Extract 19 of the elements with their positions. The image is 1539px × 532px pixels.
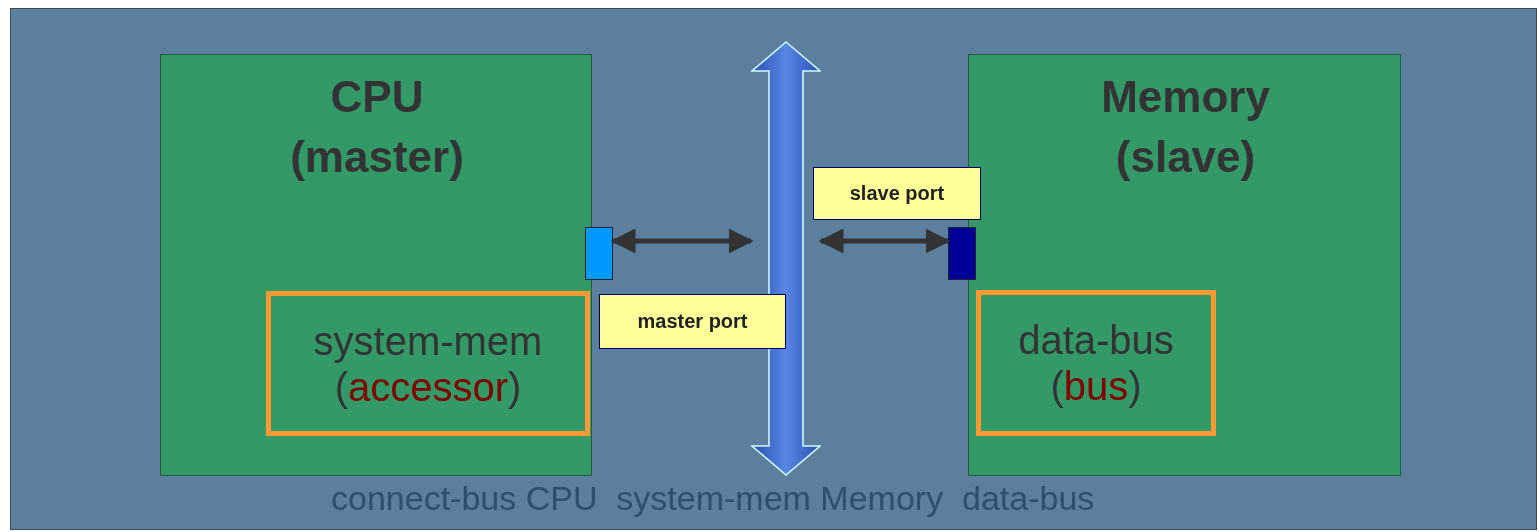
module-box (976, 290, 1216, 436)
module-box (266, 291, 590, 436)
port-block (585, 227, 613, 280)
module-name: data-bus (1018, 317, 1174, 363)
connector-arrow (818, 228, 951, 254)
module-role: (bus) (1050, 363, 1142, 409)
component-title: Memory (slave) (1100, 71, 1271, 183)
port-block (948, 227, 976, 280)
port-label: master port (637, 310, 748, 333)
port-label-box (599, 294, 786, 349)
component-title: CPU (master) (289, 71, 465, 183)
port-label: slave port (849, 182, 945, 205)
component-box (160, 54, 592, 476)
bus-double-arrow (751, 41, 821, 476)
component-box (968, 54, 1401, 476)
module-name: system-mem (313, 317, 543, 364)
connector-arrow (610, 228, 754, 254)
module-role: (accessor) (334, 363, 522, 410)
port-label-box (813, 167, 981, 220)
